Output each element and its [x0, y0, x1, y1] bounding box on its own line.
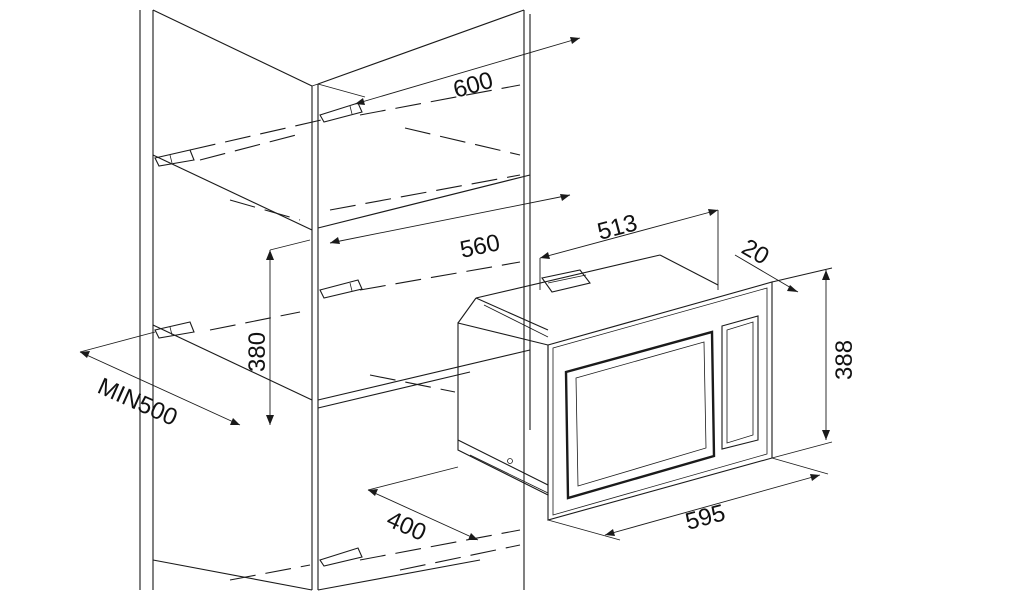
frame-depth-label: 20: [737, 234, 774, 271]
min-depth-label: MIN500: [94, 373, 182, 432]
oven-width-label: 595: [683, 499, 729, 535]
oven-door-window: [564, 330, 716, 500]
inner-width-label: 560: [458, 229, 503, 264]
shelf-support-top-right: [319, 102, 363, 123]
oven-front-frame: [547, 281, 773, 521]
cabinet-structure: [139, 9, 531, 591]
cabinet-width-label: 600: [450, 67, 496, 104]
dimension-arrows: [80, 37, 830, 540]
niche-depth-label: 400: [383, 506, 431, 547]
oven-body: [457, 254, 719, 496]
oven-depth-label: 513: [595, 209, 641, 245]
dimension-lines: [79, 37, 833, 541]
oven-height-label: 388: [831, 340, 858, 380]
oven-control-panel: [721, 315, 759, 450]
shelf-support-bottom-right: [319, 547, 363, 567]
shelf-support-mid-left: [154, 321, 195, 339]
niche-height-label: 380: [244, 332, 271, 372]
shelf-support-top-left: [154, 149, 195, 167]
oven-top-vent: [541, 269, 591, 293]
hidden-edges: [189, 84, 521, 581]
shelf-support-mid-right: [319, 279, 363, 299]
